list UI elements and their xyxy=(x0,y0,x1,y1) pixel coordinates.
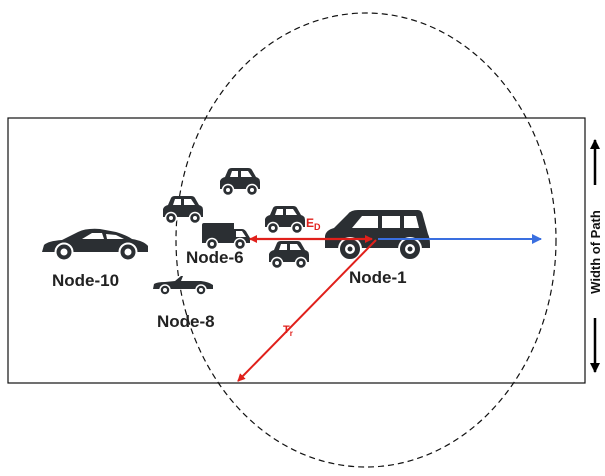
small-car-icon xyxy=(162,195,204,225)
ed-label: ED xyxy=(306,216,321,232)
node-6-label: Node-6 xyxy=(186,248,244,267)
road-boundary xyxy=(7,117,586,384)
delivery-van-icon xyxy=(201,222,251,251)
node-8-label: Node-8 xyxy=(157,312,215,331)
minivan-icon xyxy=(324,209,431,261)
small-car-icon xyxy=(264,205,306,235)
node-10-label: Node-10 xyxy=(52,271,119,290)
small-car-icon xyxy=(268,240,310,270)
width-of-path-label: Width of Path xyxy=(588,210,603,294)
convertible-icon xyxy=(152,275,214,296)
transmission-range-circle xyxy=(175,12,557,468)
small-car-icon xyxy=(219,167,261,197)
transmission-range-arrow xyxy=(237,239,377,382)
sports-car-icon xyxy=(41,227,149,262)
tr-label: Tr xyxy=(283,324,293,338)
node-1-label: Node-1 xyxy=(349,268,407,287)
